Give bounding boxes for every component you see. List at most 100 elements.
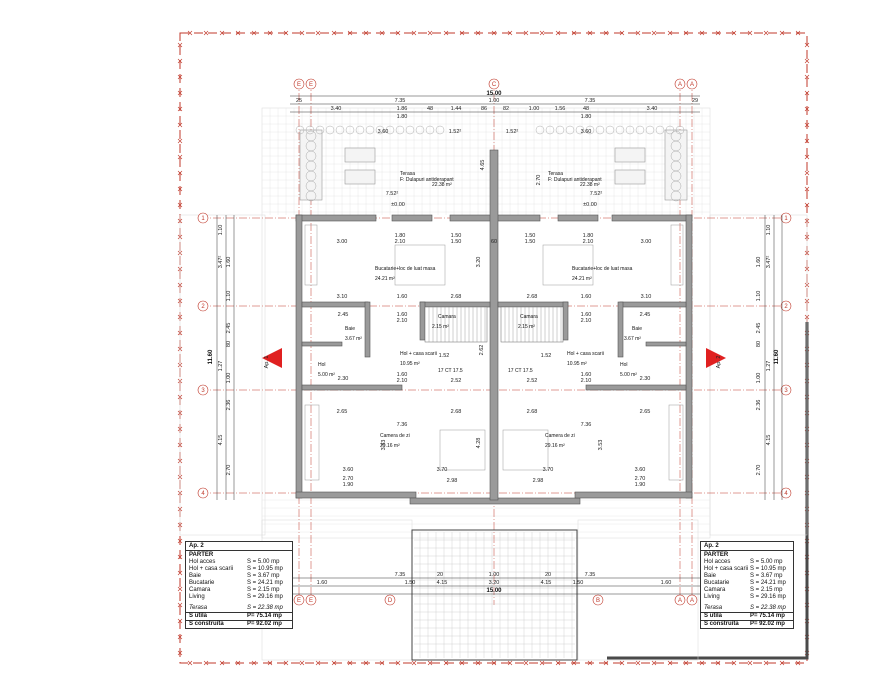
side-dim-right: 2.36 bbox=[756, 400, 762, 411]
terrace-finish-left: F: Dulapuri antiderapant bbox=[400, 177, 454, 183]
axis-bubble: E bbox=[305, 78, 317, 90]
axis-bubble: E bbox=[293, 594, 305, 606]
boundary-x-mark bbox=[683, 660, 689, 666]
upper-dim: 2.10 bbox=[583, 239, 594, 245]
marker-ap2-icon bbox=[706, 348, 726, 368]
bottom-dim: 7.35 bbox=[395, 572, 406, 578]
lower-dim: 2.68 bbox=[451, 409, 462, 415]
side-dim-right: 2.45 bbox=[756, 323, 762, 334]
lower-dim: 2.70 bbox=[635, 476, 646, 482]
lower-dim: 7.36 bbox=[581, 422, 592, 428]
overall-depth-right: 11.60 bbox=[774, 349, 780, 364]
boundary-x-mark bbox=[747, 660, 753, 666]
room-bath-right-area: 3.67 m² bbox=[624, 336, 641, 342]
axis-bubble: 1 bbox=[197, 212, 209, 224]
marker-ap1-label: Ap. 1 bbox=[264, 356, 270, 369]
svg-text:1: 1 bbox=[201, 216, 205, 222]
svg-text:3: 3 bbox=[201, 388, 205, 394]
boundary-x-mark bbox=[539, 660, 545, 666]
top-dim: 48 bbox=[427, 106, 433, 112]
axis-bubble: 2 bbox=[780, 300, 792, 312]
axis-bubble: 4 bbox=[780, 487, 792, 499]
boundary-x-mark bbox=[283, 30, 289, 36]
boundary-x-mark bbox=[619, 30, 625, 36]
lower-dim: 2.10 bbox=[581, 378, 592, 384]
plant-icon bbox=[615, 125, 625, 135]
upper-dim: 1.50 bbox=[451, 233, 462, 239]
plant-icon bbox=[295, 125, 305, 135]
svg-text:4: 4 bbox=[201, 491, 205, 497]
boundary-x-mark bbox=[635, 30, 641, 36]
plant-icon bbox=[655, 125, 665, 135]
axis-bubble: B bbox=[592, 594, 604, 606]
svg-text:A: A bbox=[690, 598, 694, 604]
boundary-x-mark bbox=[539, 30, 545, 36]
side-dim-left: 2.45 bbox=[226, 323, 232, 334]
lower-dim: 2.98 bbox=[533, 478, 544, 484]
boundary-x-mark bbox=[459, 30, 465, 36]
upper-dim: 1.50 bbox=[451, 239, 462, 245]
boundary-x-mark bbox=[523, 30, 529, 36]
upper-dim: 1.80 bbox=[395, 233, 406, 239]
boundary-x-mark bbox=[491, 30, 497, 36]
lower-dim: 3.60 bbox=[343, 467, 354, 473]
plant-icon bbox=[405, 125, 415, 135]
boundary-x-mark bbox=[299, 30, 305, 36]
table-apt-label: Ap. 2 bbox=[186, 542, 292, 551]
upper-dim: 3.00 bbox=[337, 239, 348, 245]
terrace-dim-right: 7.52² bbox=[590, 191, 603, 197]
boundary-x-mark bbox=[804, 138, 810, 144]
lower-dim: 1.60 bbox=[397, 372, 408, 378]
table-floor-label: PARTER bbox=[189, 552, 214, 558]
room-storage-left-area: 2.15 m² bbox=[432, 324, 449, 330]
top-dim: 1.52² bbox=[506, 129, 519, 135]
boundary-x-mark bbox=[177, 154, 183, 160]
boundary-x-mark bbox=[603, 660, 609, 666]
plant-icon bbox=[355, 125, 365, 135]
plant-icon bbox=[565, 125, 575, 135]
plant-icon bbox=[585, 125, 595, 135]
boundary-x-mark bbox=[177, 42, 183, 48]
top-dim: 29 bbox=[692, 98, 698, 104]
axis-bubble: E bbox=[293, 78, 305, 90]
room-kitchen-left: Bucatarie+loc de luat masa bbox=[375, 266, 436, 272]
lower-dim: 2.52 bbox=[527, 378, 538, 384]
lower-dim: 1.90 bbox=[635, 482, 646, 488]
upper-dim: 1.52 bbox=[541, 353, 552, 359]
bottom-dim: 20 bbox=[545, 572, 551, 578]
plant-icon bbox=[385, 125, 395, 135]
table-floor-label: PARTER bbox=[704, 552, 729, 558]
bottom-dim: 1.50 bbox=[573, 580, 584, 586]
terrace-side-dim: 2.70 bbox=[536, 175, 542, 186]
top-dim: 3.40 bbox=[647, 106, 658, 112]
terrace-finish-right: F: Dulapuri antiderapant bbox=[548, 177, 602, 183]
boundary-x-mark bbox=[177, 634, 183, 640]
boundary-x-mark bbox=[267, 30, 273, 36]
driveway bbox=[411, 529, 578, 661]
dimension-lines bbox=[216, 95, 783, 595]
boundary-x-mark bbox=[804, 170, 810, 176]
room-bath-left-area: 3.67 m² bbox=[345, 336, 362, 342]
axis-bubble: E bbox=[305, 594, 317, 606]
room-kitchen-left-area: 24.21 m² bbox=[375, 276, 395, 282]
upper-dim: 1.50 bbox=[525, 233, 536, 239]
boundary-x-mark bbox=[363, 660, 369, 666]
plant-icon bbox=[670, 190, 682, 202]
upper-dim: 2.10 bbox=[395, 239, 406, 245]
boundary-x-mark bbox=[267, 660, 273, 666]
boundary-x-mark bbox=[177, 58, 183, 64]
marker-ap1-icon bbox=[262, 348, 282, 368]
room-kitchen-right: Bucatarie+loc de luat masa bbox=[572, 266, 633, 272]
top-dim: 1.44 bbox=[451, 106, 462, 112]
lower-dim: 2.65 bbox=[337, 409, 348, 415]
top-dim: 1.86 bbox=[397, 106, 408, 112]
axis-bubble: A bbox=[674, 594, 686, 606]
boundary-x-mark bbox=[363, 30, 369, 36]
boundary-x-mark bbox=[203, 660, 209, 666]
lower-dim: 1.90 bbox=[343, 482, 354, 488]
